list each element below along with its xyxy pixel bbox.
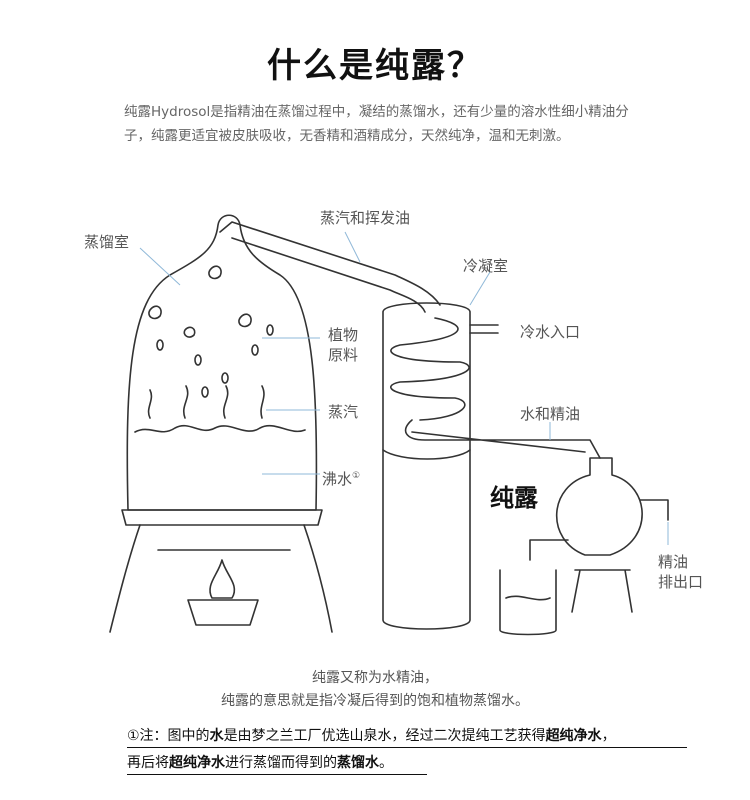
footnote-line-1: ①注：图中的水是由梦之兰工厂优选山泉水，经过二次提纯工艺获得超纯净水， — [127, 725, 687, 748]
label-water-oil: 水和精油 — [520, 405, 581, 423]
label-oil-out-2: 排出口 — [658, 573, 704, 591]
note-text: 再后将 — [127, 755, 169, 771]
caption-line-2: 纯露的意思就是指冷凝后得到的饱和植物蒸馏水。 — [221, 693, 529, 709]
label-condenser: 冷凝室 — [463, 257, 509, 275]
footnote-mark: ① — [352, 471, 361, 481]
still-base — [121, 509, 323, 526]
condenser-column — [382, 302, 471, 630]
vapor-pipe — [219, 221, 441, 313]
cold-water-inlet — [469, 324, 499, 334]
oil-tap — [639, 499, 669, 521]
still-stand — [109, 524, 333, 633]
separator-stand — [571, 569, 633, 613]
note-bold: 超纯净水 — [545, 728, 602, 744]
page-title: 什么是纯露？ — [267, 46, 483, 86]
still-chamber-outline — [126, 214, 318, 511]
note-bold: 超纯净水 — [169, 755, 225, 771]
hydrosol-beaker — [499, 569, 557, 636]
note-text: 。 — [379, 755, 393, 771]
condenser-coil — [390, 317, 470, 421]
note-text: ， — [601, 728, 616, 744]
burner-flame — [209, 559, 236, 599]
label-boiling-water-text: 沸水 — [322, 470, 353, 488]
intro-paragraph: 纯露Hydrosol是指精油在蒸馏过程中，凝结的蒸馏水，还有少量的溶水性细小精油… — [124, 104, 629, 144]
note-text: ①注：图中的 — [127, 728, 210, 744]
plant-material — [148, 265, 274, 398]
note-bold: 蒸馏水 — [337, 755, 379, 771]
label-oil-out-1: 精油 — [658, 553, 689, 571]
label-plant-material-1: 植物 — [328, 326, 359, 344]
leader-still — [139, 247, 181, 286]
note-text: 进行蒸馏而得到的 — [225, 755, 337, 771]
label-hydrosol: 纯露 — [490, 483, 538, 512]
boiling-surface — [134, 424, 306, 433]
note-text: 是由梦之兰工厂优选山泉水，经过二次提纯工艺获得 — [223, 728, 546, 744]
note-bold: 水 — [209, 728, 224, 744]
label-cold-water-in: 冷水入口 — [520, 323, 581, 341]
label-steam: 蒸汽 — [328, 403, 359, 421]
condenser-band — [382, 449, 471, 460]
leader-steam-oil — [344, 231, 361, 263]
label-still-chamber: 蒸馏室 — [84, 233, 130, 251]
separator-flask — [555, 457, 643, 556]
burner — [187, 599, 259, 626]
beaker-liquid — [505, 595, 551, 601]
outlet-pipe — [404, 419, 601, 459]
hydrosol-tap — [529, 539, 569, 561]
label-steam-oil: 蒸汽和挥发油 — [320, 209, 411, 227]
label-plant-material-2: 原料 — [328, 346, 359, 364]
label-boiling-water: 沸水① — [322, 466, 360, 489]
steam-wisps — [147, 385, 265, 419]
leader-condenser — [469, 271, 491, 306]
caption-line-1: 纯露又称为水精油， — [312, 670, 438, 686]
footnote-line-2: 再后将超纯净水进行蒸馏而得到的蒸馏水。 — [127, 752, 427, 775]
